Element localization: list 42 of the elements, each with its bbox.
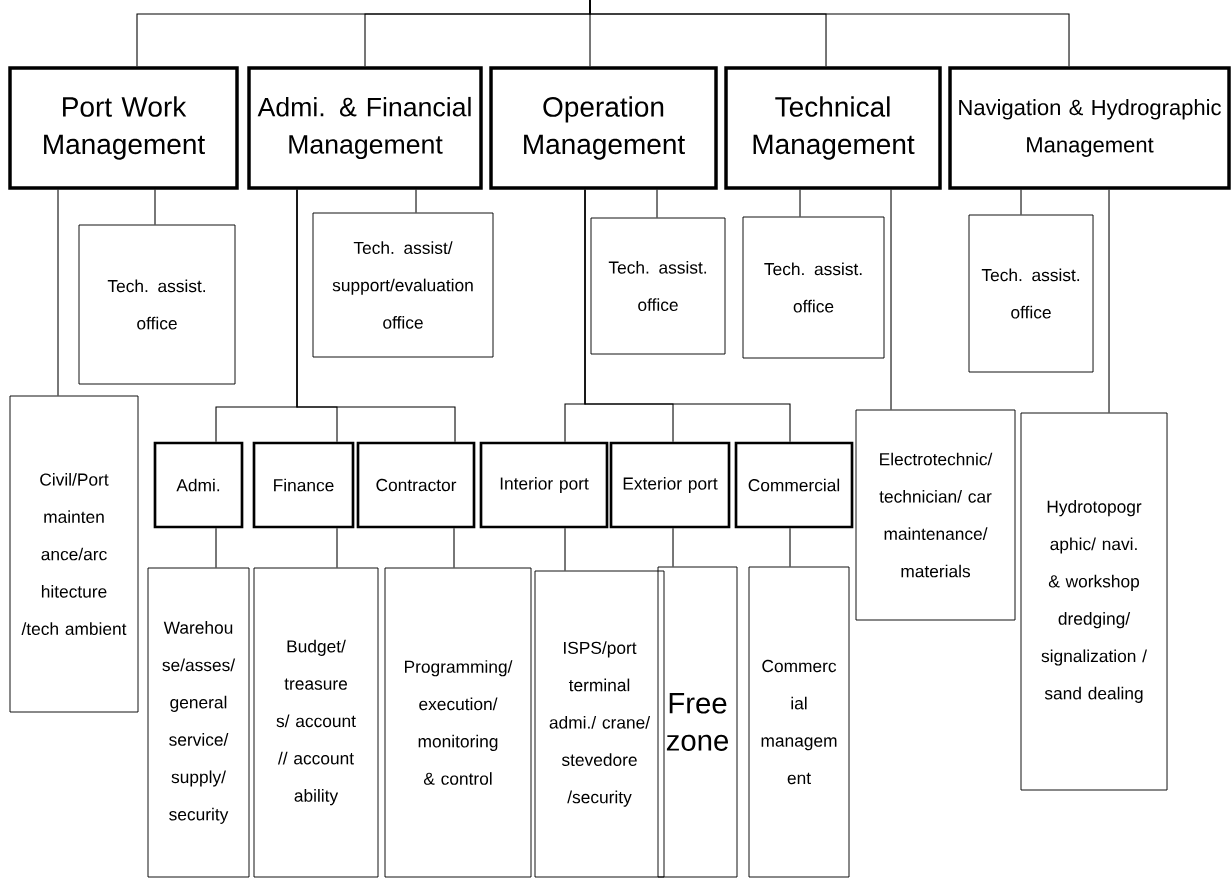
connector-line [584,189,791,443]
division-box: Finance [252,441,355,529]
connector-line [415,189,417,214]
unit-box: Commerc ial managem ent [748,566,850,878]
connector-line [890,189,892,411]
unit-box: Hydrotopogr aphic/ navi. & workshop dredging/ signalization / sand dealing [1020,412,1168,791]
connector-line [57,189,59,397]
division-box: Exterior port [609,441,731,529]
department-box: Operation Management [489,66,718,190]
connector-line [656,189,658,219]
unit-box: ISPS/port terminal admi./ crane/ stevedore /security [534,570,665,878]
division-box: Admi. [153,441,244,529]
connector-line [453,527,455,569]
division-box: Interior port [479,441,609,529]
connector-line [215,527,217,569]
connector-line [564,527,566,572]
connector-line [789,527,791,568]
department-box: Technical Management [724,66,942,190]
unit-box: Programming/ execution/ monitoring & control [384,567,532,878]
connector-line [1108,189,1110,414]
department-box: Port Work Management [8,66,239,190]
connector-line [154,189,156,226]
unit-box: Free zone [657,566,738,878]
office-box: Tech. assist. office [968,214,1094,373]
division-box: Commercial [734,441,854,529]
division-box: Contractor [356,441,476,529]
unit-box: Civil/Port mainten ance/arc hitecture /tech ambient [9,395,139,713]
department-box: Navigation & Hydrographic Management [948,66,1231,190]
connector-line [296,189,456,443]
connector-line [672,527,674,568]
office-box: Tech. assist. office [78,224,236,385]
connector-line [799,189,801,218]
connector-line [336,527,338,569]
unit-box: Electrotechnic/ technician/ car maintenance/ materials [855,409,1016,621]
unit-box: Budget/ treasure s/ account // account ability [253,567,379,878]
connector-line [1020,189,1022,216]
connector-line [589,0,1070,67]
office-box: Tech. assist. office [742,216,885,359]
office-box: Tech. assist. office [590,217,726,355]
unit-box: Warehou se/asses/ general service/ supply/ security [147,567,250,878]
department-box: Admi. & Financial Management [247,66,483,190]
office-box: Tech. assist/ support/evaluation office [312,212,494,358]
